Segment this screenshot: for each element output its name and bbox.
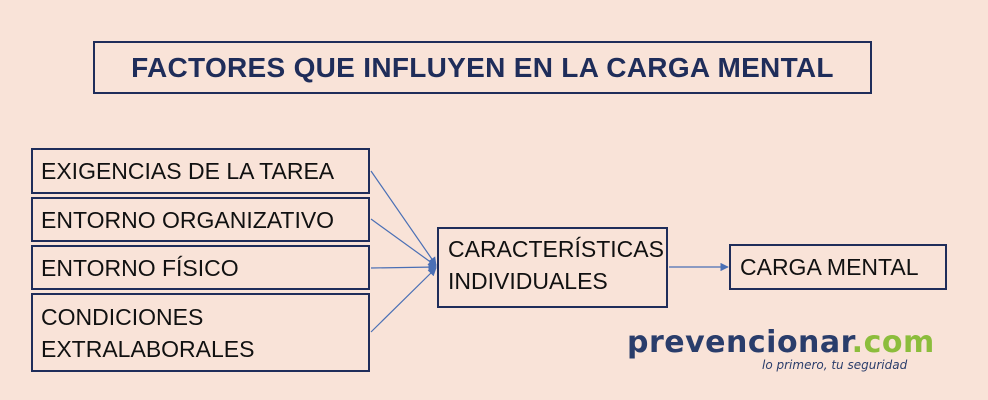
middle-label-line: INDIVIDUALES <box>448 268 608 294</box>
factor-box-exigencias: EXIGENCIAS DE LA TAREA <box>31 148 370 194</box>
arrow-entorno-fisico <box>370 262 437 272</box>
factor-label: EXIGENCIAS DE LA TAREA <box>41 158 335 184</box>
logo-name: prevencionar <box>627 325 852 360</box>
logo-wordmark: prevencionar.com <box>627 325 934 360</box>
factor-label-line: CONDICIONES <box>41 303 204 330</box>
arrow-exigencias <box>370 170 437 266</box>
caracteristicas-individuales-box: CARACTERÍSTICAS INDIVIDUALES <box>437 227 668 308</box>
factor-label: ENTORNO ORGANIZATIVO <box>41 206 335 233</box>
arrow-condiciones <box>370 267 437 333</box>
carga-mental-box: CARGA MENTAL <box>729 244 947 290</box>
middle-label-line: CARACTERÍSTICAS <box>448 236 664 262</box>
factor-box-entorno-fisico: ENTORNO FÍSICO <box>31 245 370 290</box>
factor-label-line: EXTRALABORALES <box>41 335 255 362</box>
factor-label: ENTORNO FÍSICO <box>41 254 239 281</box>
arrow-entorno-organizativo <box>370 218 437 267</box>
logo-slogan: lo primero, tu seguridad <box>762 358 908 372</box>
result-label: CARGA MENTAL <box>740 253 919 280</box>
title-box: FACTORES QUE INFLUYEN EN LA CARGA MENTAL <box>93 41 872 94</box>
logo-tld: .com <box>851 325 935 360</box>
diagram-title: FACTORES QUE INFLUYEN EN LA CARGA MENTAL <box>131 51 834 83</box>
factor-box-condiciones-extralaborales: CONDICIONES EXTRALABORALES <box>31 293 370 372</box>
factor-box-entorno-organizativo: ENTORNO ORGANIZATIVO <box>31 197 370 242</box>
prevencionar-logo: prevencionar.com lo primero, tu segurida… <box>627 325 934 376</box>
